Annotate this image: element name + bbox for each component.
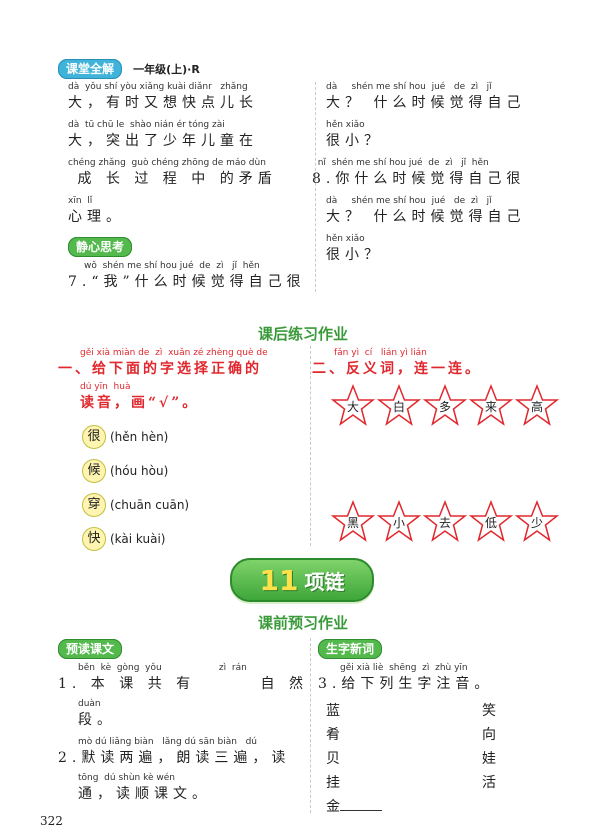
star-bottom-2[interactable]: 小 xyxy=(376,500,422,544)
char-cell[interactable]: 娃 xyxy=(482,751,496,767)
section-label-newwords: 生字新词 xyxy=(318,639,383,659)
char-cell[interactable]: 向 xyxy=(482,727,496,743)
star-top-4[interactable]: 来 xyxy=(468,384,514,428)
section-label-think: 静心思考 xyxy=(68,237,133,257)
text-line-2: dà tū chū le shào nián ér tóng zài 大，突出了… xyxy=(68,120,258,149)
star-bottom-5[interactable]: 少 xyxy=(514,500,560,544)
question-1: 1. 本 课 共 有 自 然 xyxy=(58,676,308,692)
text-line-r1: dà shén me shí hou jué de zì jǐ 大？ 什么时候觉… xyxy=(326,82,526,111)
question-3: 3.给下列生字注音。 xyxy=(318,676,494,692)
pre-right: 生字新词 gěi xià liè shēng zì zhù yīn 3.给下列生… xyxy=(318,638,578,693)
char-bubble: 候 xyxy=(82,459,106,483)
column-divider-bottom xyxy=(310,638,311,813)
header: 课堂全解 一年级(上)·R xyxy=(58,58,200,79)
char-bubble: 穿 xyxy=(82,493,106,517)
char-cell[interactable]: 活 xyxy=(482,775,496,791)
char-bubble: 快 xyxy=(82,527,106,551)
stars-bottom-row: 黑 小 去 低 少 xyxy=(330,500,570,548)
pre-left: 预读课文 běn kè gòng yǒu zì rán 1. 本 课 共 有 自… xyxy=(58,638,308,803)
section-label-preread: 预读课文 xyxy=(58,639,123,659)
column-divider-middle xyxy=(310,346,311,546)
char-cell[interactable]: 肴 xyxy=(326,727,340,743)
char-cell[interactable]: 挂 xyxy=(326,775,340,791)
grade-label: 一年级(上)·R xyxy=(133,63,200,76)
text-line-r2: hěn xiǎo 很小？ xyxy=(326,120,383,149)
star-bottom-4[interactable]: 低 xyxy=(468,500,514,544)
star-bottom-1[interactable]: 黑 xyxy=(330,500,376,544)
question-8: nǐ shén me shí hou jué de zì jǐ hěn 8.你什… xyxy=(312,158,526,187)
option-item-4[interactable]: 快 (kài kuài) xyxy=(82,527,165,551)
logo: 课堂全解 xyxy=(58,59,123,79)
exercise-1: gěi xià miàn de zì xuǎn zé zhèng què de … xyxy=(58,348,268,411)
text-line-r5: hěn xiǎo 很小？ xyxy=(326,234,383,263)
right-column: dà shén me shí hou jué de zì jǐ 大？ 什么时候觉… xyxy=(312,82,566,264)
lesson-banner: 11 项链 xyxy=(230,558,374,602)
star-top-1[interactable]: 大 xyxy=(330,384,376,428)
exercise-2: fǎn yì cí lián yì lián 二、反义词，连一连。 xyxy=(312,348,482,377)
question-2: 2.默读两遍，朗读三遍，读 xyxy=(58,750,291,766)
page-number: 322 xyxy=(40,814,63,828)
lesson-title: 项链 xyxy=(304,569,345,594)
answer-blank[interactable] xyxy=(340,798,382,811)
text-line-1: dà yǒu shí yòu xiǎng kuài diǎnr zhǎng 大，… xyxy=(68,82,258,111)
option-item-2[interactable]: 候 (hóu hòu) xyxy=(82,459,168,483)
char-cell[interactable]: 笑 xyxy=(482,703,496,719)
char-cell[interactable]: 金 xyxy=(326,799,382,815)
text-line-4: xīn lǐ 心理。 xyxy=(68,196,125,225)
star-top-3[interactable]: 多 xyxy=(422,384,468,428)
char-grid: 蓝 笑 肴 向 贝 娃 挂 活 金 xyxy=(326,700,566,820)
star-top-5[interactable]: 高 xyxy=(514,384,560,428)
option-item-3[interactable]: 穿 (chuān cuān) xyxy=(82,493,189,517)
option-item-1[interactable]: 很 (hěn hèn) xyxy=(82,425,168,449)
char-cell[interactable]: 蓝 xyxy=(326,703,340,719)
text-line-3: chéng zhǎng guò chéng zhōng de máo dùn 成… xyxy=(68,158,277,187)
column-divider-top xyxy=(315,82,316,292)
after-class-title: 课后练习作业 xyxy=(257,325,348,343)
text-line-r4: dà shén me shí hou jué de zì jǐ 大？ 什么时候觉… xyxy=(326,196,526,225)
left-column: dà yǒu shí yòu xiǎng kuài diǎnr zhǎng 大，… xyxy=(68,82,308,291)
star-top-2[interactable]: 白 xyxy=(376,384,422,428)
lesson-number: 11 xyxy=(259,563,299,597)
stars-top-row: 大 白 多 来 高 xyxy=(330,384,570,432)
pre-class-title: 课前预习作业 xyxy=(257,614,348,632)
question-7: wǒ shén me shí hou jué de zì jǐ hěn 7.“我… xyxy=(68,261,306,290)
char-bubble: 很 xyxy=(82,425,106,449)
star-bottom-3[interactable]: 去 xyxy=(422,500,468,544)
char-cell[interactable]: 贝 xyxy=(326,751,340,767)
